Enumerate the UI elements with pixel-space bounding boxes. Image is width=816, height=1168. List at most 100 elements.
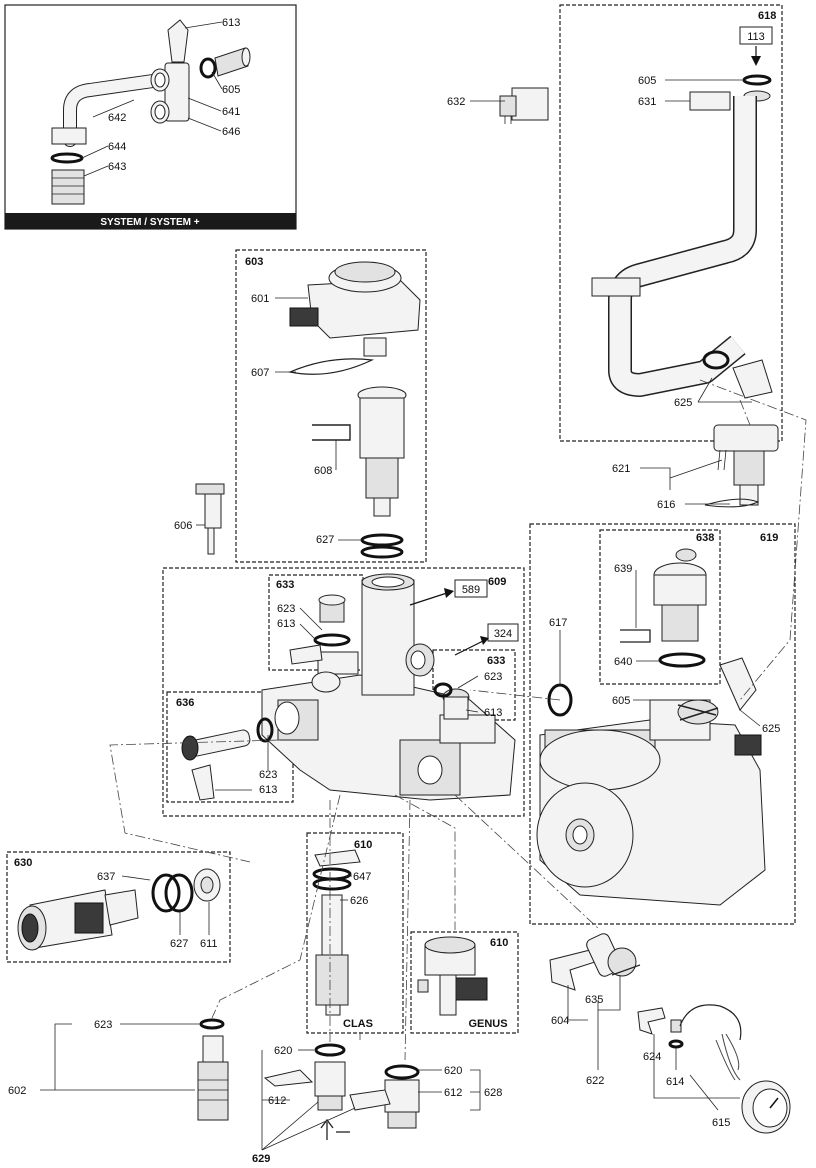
group-633-label-a: 633	[276, 579, 294, 591]
callout-626: 626	[350, 895, 368, 907]
callout-624: 624	[643, 1051, 661, 1063]
group-610-genus-box	[410, 931, 519, 1034]
callout-611: 611	[200, 938, 218, 950]
bypass-638	[620, 548, 707, 668]
ref-113-box	[739, 26, 773, 45]
group-638-label: 638	[696, 532, 714, 544]
clip-632	[470, 87, 549, 124]
callout-613: 613	[222, 17, 240, 29]
callout-605: 605	[222, 84, 240, 96]
callout-604: 604	[551, 1015, 569, 1027]
manifold-641	[164, 62, 190, 122]
group-609-label: 609	[488, 576, 506, 588]
ref-324-box	[487, 623, 519, 642]
ref-589: 589	[462, 584, 480, 596]
hydraulic-block	[261, 573, 516, 801]
nut-642	[51, 127, 87, 145]
callout-621: 621	[612, 463, 630, 475]
valve-633-a	[289, 594, 351, 665]
clip-624	[637, 1007, 666, 1035]
callout-646: 646	[222, 126, 240, 138]
callout-608: 608	[314, 465, 332, 477]
group-630-box	[6, 851, 231, 963]
variant-genus: GENUS	[468, 1018, 507, 1030]
group-603-box	[235, 249, 427, 563]
group-630-label: 630	[14, 857, 32, 869]
clip-606	[195, 483, 225, 555]
callout-612-b: 612	[444, 1087, 462, 1099]
callout-635: 635	[585, 994, 603, 1006]
callout-607: 607	[251, 367, 269, 379]
valve-602	[197, 1035, 229, 1121]
oring-627	[360, 533, 404, 547]
variant-clas: CLAS	[343, 1018, 373, 1030]
ref-589-box	[454, 579, 488, 598]
group-610-clas-label: 610	[354, 839, 372, 851]
callout-625-bottom: 625	[762, 723, 780, 735]
connector-635	[549, 933, 641, 991]
inset-caption: SYSTEM / SYSTEM +	[100, 217, 199, 228]
oring-605-top	[742, 74, 772, 86]
group-610-genus-label: 610	[490, 937, 508, 949]
group-603-label: 603	[245, 256, 263, 268]
cartridge-610-clas	[312, 849, 361, 1016]
callout-613-b: 613	[484, 707, 502, 719]
group-618-box	[559, 4, 783, 442]
callout-644: 644	[108, 141, 126, 153]
callout-639: 639	[614, 563, 632, 575]
callout-623-a: 623	[277, 603, 295, 615]
callout-620-a: 620	[274, 1045, 292, 1057]
fitting-643	[51, 169, 85, 205]
group-610-clas-box	[306, 832, 404, 1034]
callout-628: 628	[484, 1087, 502, 1099]
callout-637: 637	[97, 871, 115, 883]
callout-622: 622	[586, 1075, 604, 1087]
motor-601	[289, 261, 421, 357]
callout-606: 606	[174, 520, 192, 532]
group-633-label-b: 633	[487, 655, 505, 667]
fittings-629	[263, 1043, 420, 1140]
callout-620-b: 620	[444, 1065, 462, 1077]
bracket-618	[591, 277, 641, 297]
callout-641: 641	[222, 106, 240, 118]
clip-616	[704, 498, 760, 508]
callout-617: 617	[549, 617, 567, 629]
callout-631: 631	[638, 96, 656, 108]
inset-system: SYSTEM / SYSTEM +	[4, 4, 297, 230]
oring-618	[702, 350, 730, 370]
ref-324: 324	[494, 628, 512, 640]
oring-640	[658, 652, 706, 668]
group-618-label: 618	[758, 10, 776, 22]
valve-633-b	[433, 682, 470, 720]
callout-613-c: 613	[259, 784, 277, 796]
clip-613	[167, 19, 189, 63]
clip-607	[287, 358, 375, 375]
clip-625-bottom	[719, 657, 757, 711]
clip-639	[620, 629, 651, 643]
callout-640: 640	[614, 656, 632, 668]
pump-body	[536, 657, 766, 906]
callout-647: 647	[353, 871, 371, 883]
connection-lines	[109, 379, 807, 1061]
clip-604	[549, 949, 596, 991]
callout-623-d: 623	[94, 1019, 112, 1031]
clip-608	[312, 424, 351, 441]
group-638-box	[599, 529, 721, 685]
callout-616: 616	[657, 499, 675, 511]
callout-612-a: 612	[268, 1095, 286, 1107]
group-619-label: 619	[760, 532, 778, 544]
callout-601: 601	[251, 293, 269, 305]
valve-636	[181, 717, 274, 801]
callout-632: 632	[447, 96, 465, 108]
callout-627: 627	[316, 534, 334, 546]
oring-623	[199, 1018, 225, 1030]
callout-605-618: 605	[638, 75, 656, 87]
callout-625-top: 625	[674, 397, 692, 409]
callout-642: 642	[108, 112, 126, 124]
ref-113: 113	[747, 31, 765, 43]
clip-625-top	[732, 359, 773, 399]
group-619-box	[529, 523, 796, 925]
gauge-615	[637, 1004, 791, 1134]
callout-643: 643	[108, 161, 126, 173]
